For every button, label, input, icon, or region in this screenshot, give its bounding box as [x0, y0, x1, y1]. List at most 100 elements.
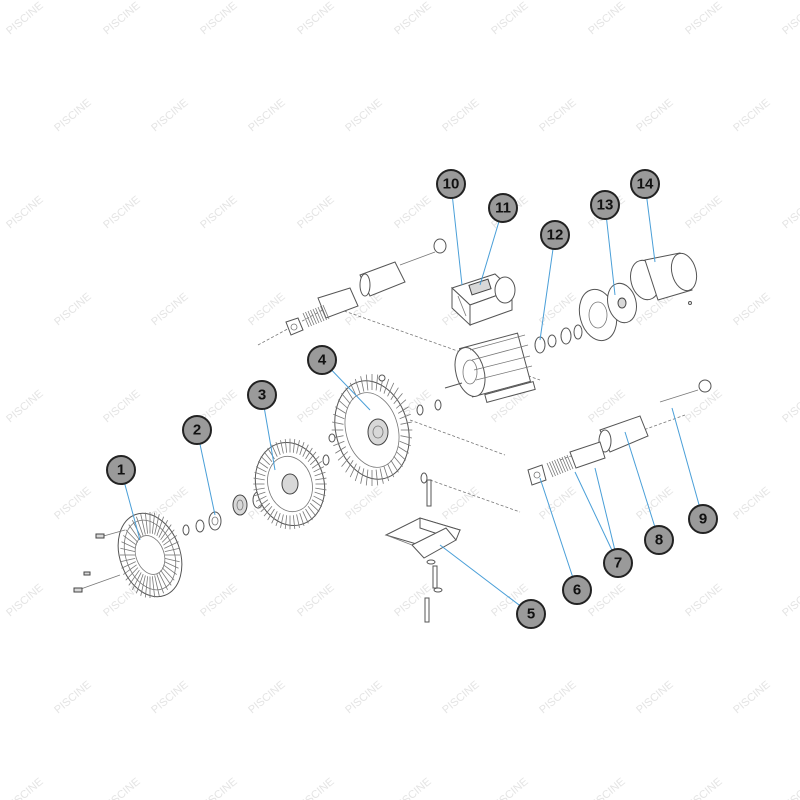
- housing-fin: [399, 440, 411, 447]
- gear-tooth: [275, 512, 281, 527]
- watermark-text: PISCINE: [537, 679, 578, 716]
- gear-tooth: [255, 466, 267, 473]
- gear-tooth: [254, 491, 266, 497]
- fan-blade: [161, 567, 175, 581]
- housing-fin: [400, 421, 412, 425]
- watermark-text: PISCINE: [343, 679, 384, 716]
- watermark-text: PISCINE: [101, 388, 142, 425]
- fan-impeller-part: [73, 512, 183, 598]
- watermark-text: PISCINE: [586, 582, 627, 619]
- gear-tooth: [284, 438, 288, 453]
- callout-6: 6: [562, 575, 592, 605]
- callout-1: 1: [106, 455, 136, 485]
- gear-tooth: [302, 511, 309, 524]
- spring-coil: [320, 305, 327, 321]
- gear-tooth: [257, 499, 269, 508]
- fan-blade: [154, 514, 160, 535]
- fan-blade: [163, 564, 177, 575]
- fan-blade: [144, 576, 149, 598]
- housing-fin: [354, 466, 361, 482]
- watermark-text: PISCINE: [634, 97, 675, 134]
- watermark-text: PISCINE: [295, 388, 336, 425]
- gear-tooth: [271, 511, 278, 524]
- watermark-text: PISCINE: [343, 97, 384, 134]
- watermark-text: PISCINE: [731, 485, 772, 522]
- callout-5: 5: [516, 599, 546, 629]
- callout-2: 2: [182, 415, 212, 445]
- watermark-text: PISCINE: [392, 194, 433, 231]
- gear-tooth: [271, 444, 278, 457]
- watermark-text: PISCINE: [101, 776, 142, 800]
- watermark-text: PISCINE: [4, 194, 45, 231]
- fan-blade: [128, 569, 140, 586]
- watermark-text: PISCINE: [295, 0, 336, 37]
- fan-blade: [158, 520, 168, 538]
- spring-coil: [312, 308, 320, 324]
- housing-fin: [333, 440, 345, 447]
- fan-blade: [151, 512, 156, 534]
- callout-5-label: 5: [527, 606, 535, 623]
- watermark-text: PISCINE: [537, 97, 578, 134]
- callout-1-label: 1: [117, 462, 125, 479]
- spring-coil: [566, 454, 574, 470]
- gear-tooth: [257, 460, 269, 469]
- housing-fin: [387, 382, 395, 397]
- callout-7-label: 7: [614, 555, 622, 572]
- housing-fin: [345, 460, 354, 473]
- callout-2-label: 2: [193, 422, 201, 439]
- end-cover-part: [630, 252, 698, 305]
- gear-tooth: [275, 441, 281, 456]
- callout-layer: 1 2 3 4 5 6 7 8 9 10 11 12 13 14: [106, 169, 718, 629]
- watermark-text: PISCINE: [392, 0, 433, 37]
- callout-4: 4: [307, 345, 337, 375]
- callout-9: 9: [688, 504, 718, 534]
- gear-tooth: [313, 495, 325, 502]
- gear-tooth: [260, 502, 271, 512]
- gear-tooth: [296, 440, 300, 454]
- fan-blade: [151, 576, 156, 598]
- housing-fin: [332, 421, 344, 425]
- watermark-text: PISCINE: [246, 679, 287, 716]
- gear-tooth: [267, 447, 275, 460]
- callout-13: 13: [590, 190, 620, 220]
- fan-blade: [160, 524, 172, 541]
- fan-blade: [120, 557, 136, 563]
- housing-fin: [383, 378, 390, 394]
- fan-blade: [140, 514, 146, 535]
- gear-tooth: [315, 487, 327, 491]
- fan-blade: [121, 541, 136, 549]
- fan-blade: [154, 575, 160, 596]
- spring-coil: [549, 461, 556, 477]
- fan-blade: [128, 524, 140, 541]
- fan-blade: [144, 512, 149, 534]
- watermark-text: PISCINE: [731, 679, 772, 716]
- housing-fin: [390, 387, 399, 400]
- gear-tooth: [314, 471, 326, 477]
- watermark-text: PISCINE: [101, 0, 142, 37]
- fan-blade: [132, 572, 142, 590]
- watermark-text: PISCINE: [537, 485, 578, 522]
- callout-11-label: 11: [495, 200, 511, 217]
- gear-tooth: [309, 502, 320, 512]
- fan-blade: [125, 567, 139, 581]
- housing-fin: [341, 455, 351, 467]
- housing-fin: [337, 451, 349, 461]
- leader-lines: [120, 183, 704, 615]
- watermark-text: PISCINE: [246, 291, 287, 328]
- callout-12: 12: [540, 220, 570, 250]
- watermark-text: PISCINE: [780, 388, 800, 425]
- callout-3-label: 3: [258, 387, 266, 404]
- fan-blade: [123, 564, 137, 575]
- fan-blade: [164, 561, 179, 569]
- fan-blade: [125, 529, 139, 543]
- spring-coil: [310, 309, 317, 325]
- housing-fin: [354, 378, 361, 394]
- gear-tooth: [253, 487, 265, 491]
- gear-tooth: [307, 506, 317, 517]
- callout-13-label: 13: [597, 197, 614, 214]
- housing-fin: [335, 406, 347, 414]
- spring-coil: [564, 455, 571, 471]
- rear-bearing-part: [534, 324, 583, 354]
- housing-fin: [393, 455, 403, 467]
